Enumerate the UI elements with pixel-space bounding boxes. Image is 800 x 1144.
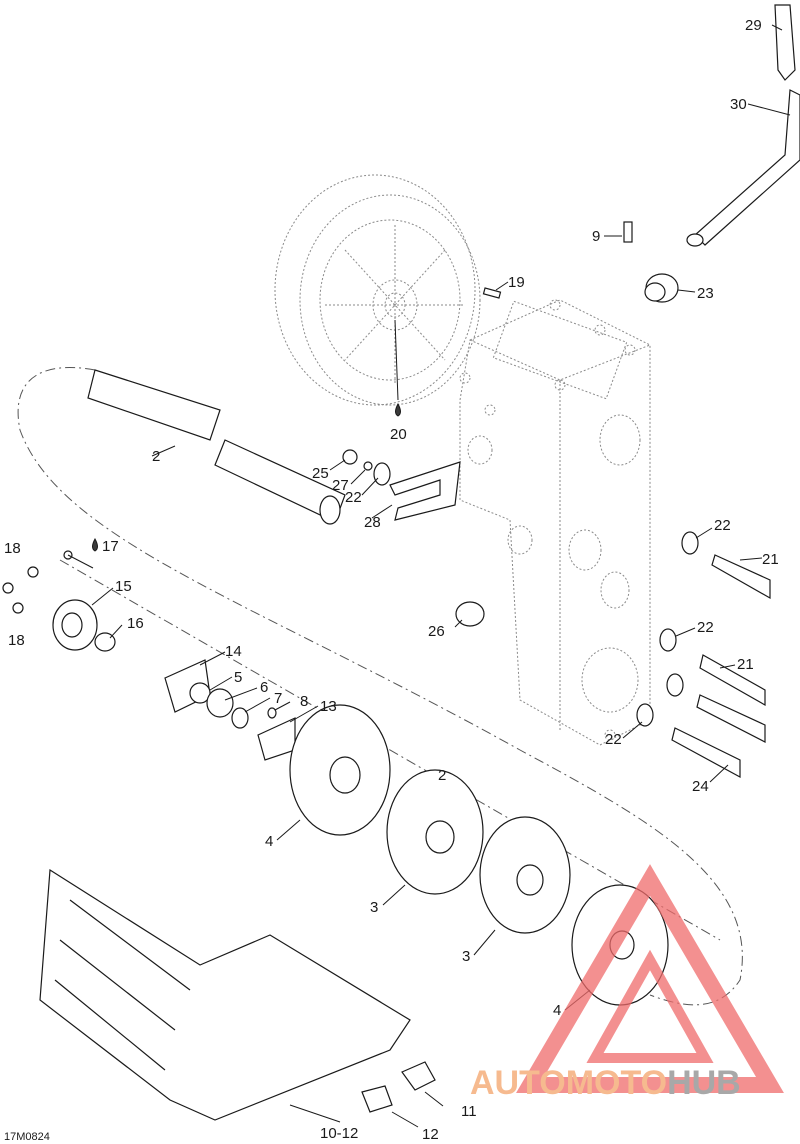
callout-11: 11	[461, 1103, 477, 1120]
callout-26: 26	[428, 623, 445, 640]
callout-4-b: 4	[553, 1002, 561, 1019]
callout-8: 8	[300, 693, 308, 710]
callout-29: 29	[745, 17, 762, 34]
callout-16: 16	[127, 615, 144, 632]
callout-6: 6	[260, 679, 268, 696]
figure-code: 17M0824	[4, 1131, 50, 1143]
callout-3-a: 3	[370, 899, 378, 916]
watermark-text-1: AUTOMOTOHUB	[470, 1064, 741, 1102]
callout-21-a: 21	[762, 551, 779, 568]
callout-7: 7	[274, 690, 282, 707]
ghost-pulley	[274, 174, 481, 406]
track-part	[39, 868, 411, 1121]
oil-drop-icon-17	[92, 537, 98, 552]
bearing-housing-set	[164, 659, 296, 761]
centerline	[59, 559, 721, 941]
chain-path	[17, 367, 743, 1006]
bearing-right	[681, 531, 699, 555]
lever-handle-part	[686, 4, 800, 247]
callout-28: 28	[364, 514, 381, 531]
spacer-part	[455, 601, 485, 627]
watermark-logo: AUTOMOTOHUB	[470, 864, 784, 1102]
callout-labels: 29 30 9 19 23 20 2 25 27 22 28 22 21 18 …	[4, 17, 779, 1143]
callout-9: 9	[592, 228, 600, 245]
callout-4-a: 4	[265, 833, 273, 850]
callout-22-c: 22	[697, 619, 714, 636]
callout-18-a: 18	[4, 540, 21, 557]
bearing-mid	[659, 628, 677, 652]
callout-22-d: 22	[605, 731, 622, 748]
clip-part-12	[361, 1085, 393, 1113]
callout-19: 19	[508, 274, 525, 291]
callout-27: 27	[332, 477, 349, 494]
bearing-lower-a	[666, 673, 684, 697]
bearing-lower-b	[636, 703, 654, 727]
callout-18-b: 18	[8, 632, 25, 649]
callout-20: 20	[390, 426, 407, 443]
callout-22-a: 22	[345, 489, 362, 506]
key-part	[482, 287, 502, 299]
callout-24: 24	[692, 778, 709, 795]
callout-10-12: 10-12	[320, 1125, 358, 1142]
callout-30: 30	[730, 96, 747, 113]
callout-23: 23	[697, 285, 714, 302]
callout-5: 5	[234, 669, 242, 686]
oil-drop-icon	[395, 402, 401, 417]
callout-25: 25	[312, 465, 329, 482]
callout-22-b: 22	[714, 517, 731, 534]
callout-15: 15	[115, 578, 132, 595]
callout-17: 17	[102, 538, 119, 555]
sleeve-part	[644, 273, 679, 303]
callout-13: 13	[320, 698, 337, 715]
callout-12: 12	[422, 1126, 439, 1143]
fork-part	[389, 461, 461, 521]
bolts	[671, 554, 771, 779]
pin-part	[623, 221, 633, 243]
ghost-gearbox	[459, 299, 651, 746]
callout-21-b: 21	[737, 656, 754, 673]
callout-2-upper: 2	[152, 448, 160, 465]
callout-2-lower: 2	[438, 767, 446, 784]
callout-3-b: 3	[462, 948, 470, 965]
drive-shaft-part	[87, 369, 346, 525]
nut-washer-set	[342, 449, 391, 486]
callout-14: 14	[225, 643, 242, 660]
sensor-assembly	[2, 550, 116, 652]
watermark-triangle	[516, 864, 784, 1093]
clip-part-11	[401, 1061, 436, 1091]
